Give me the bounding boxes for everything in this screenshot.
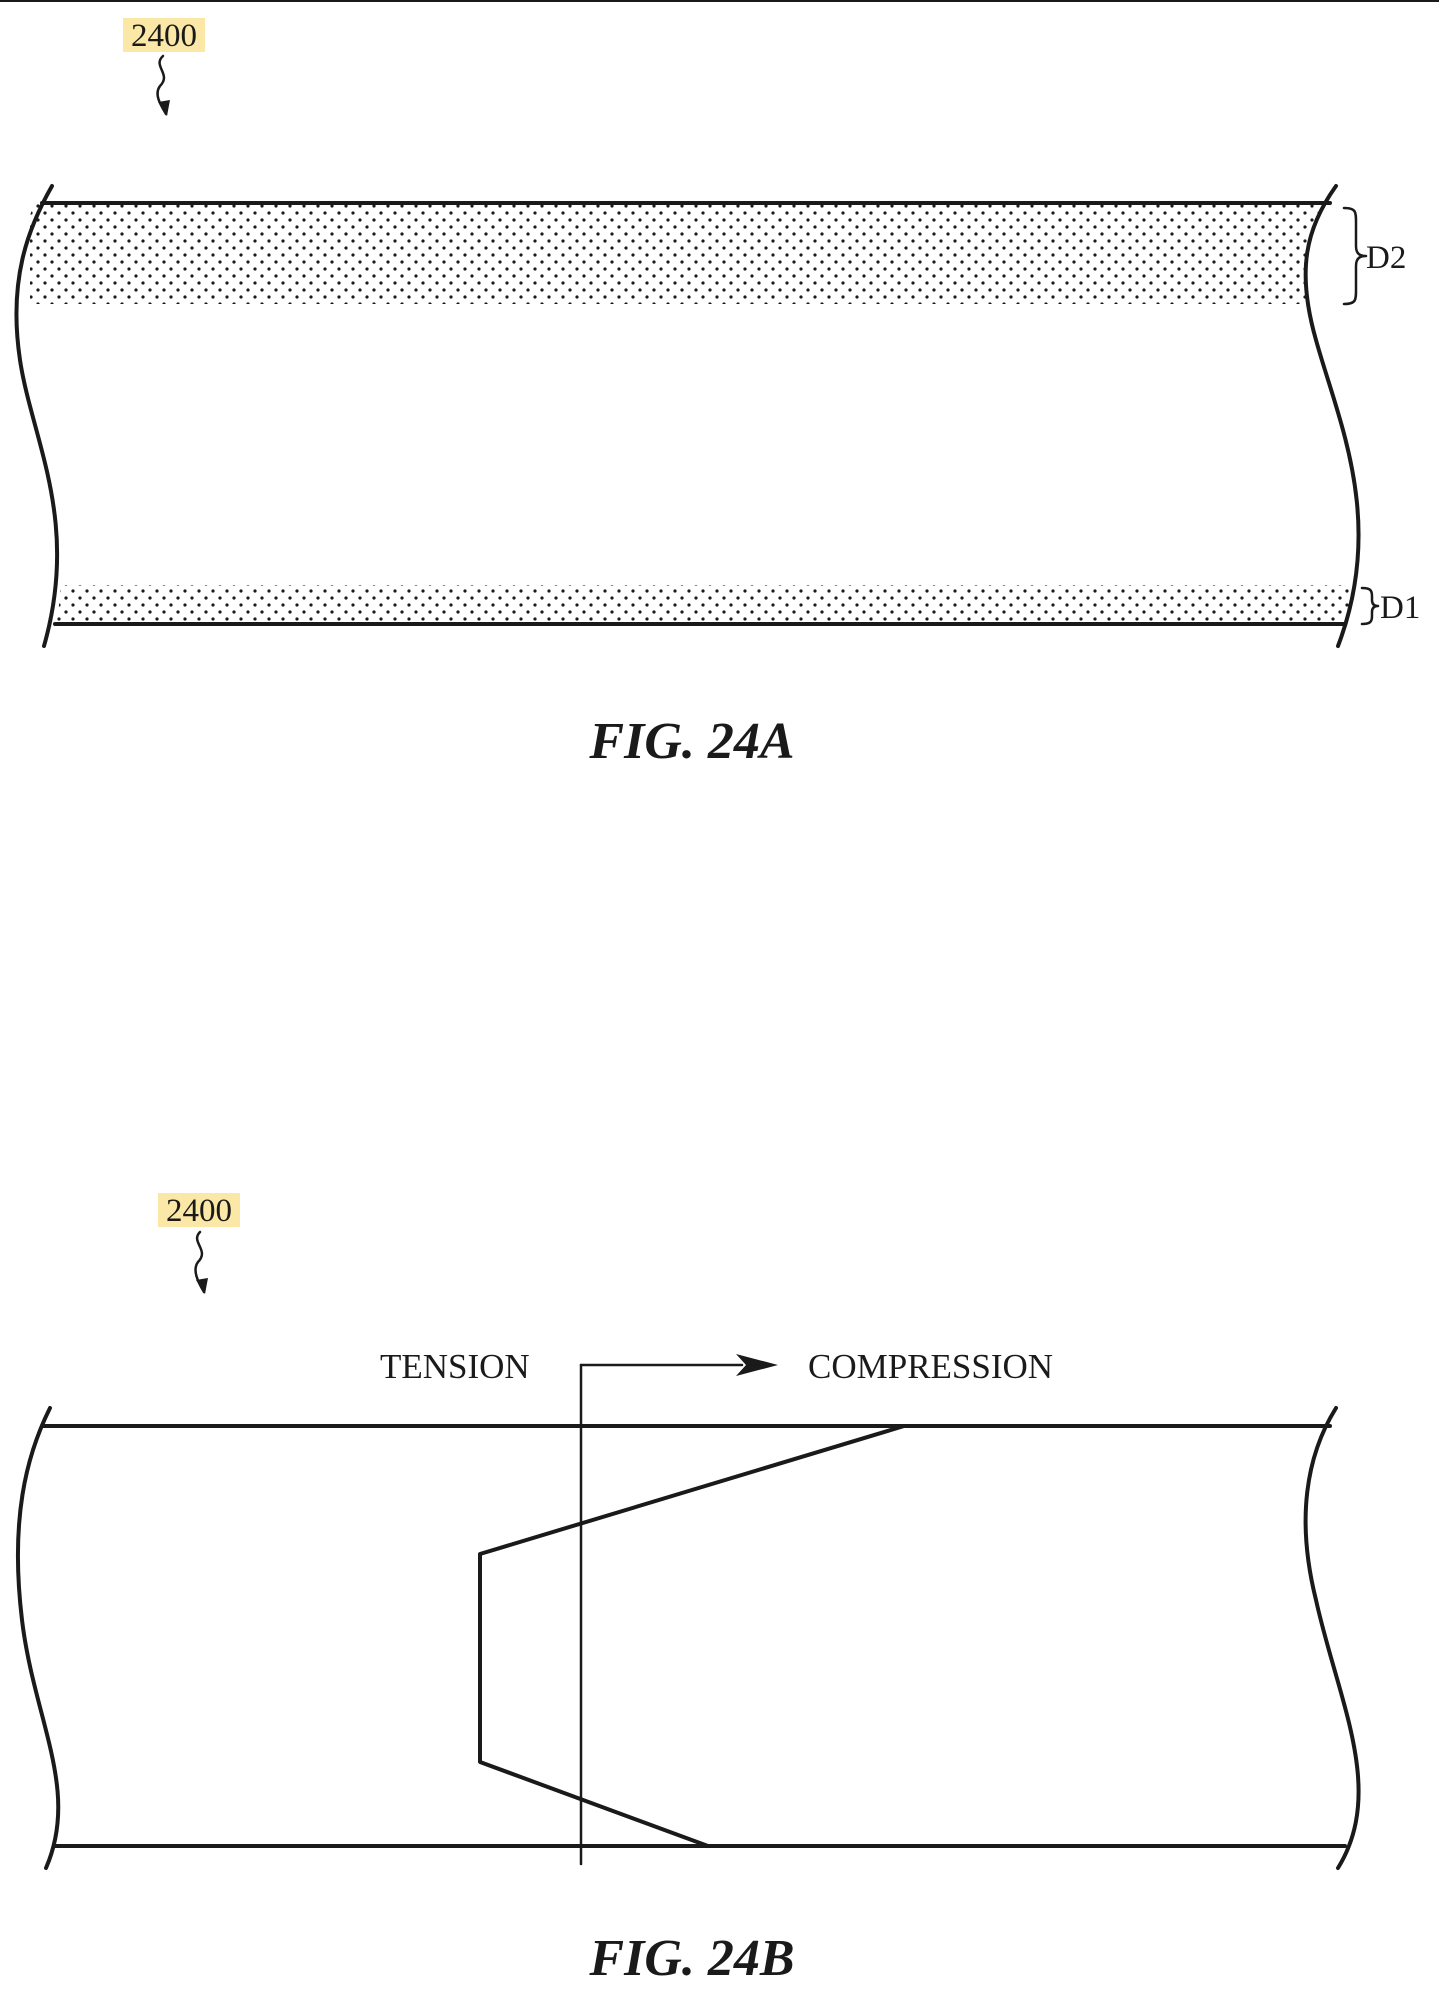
d1-brace (1360, 586, 1380, 626)
leader-arrowhead (196, 1278, 208, 1294)
d2-brace (1342, 206, 1368, 306)
figure-caption: FIG. 24A (588, 713, 794, 770)
reference-numeral-highlight (123, 18, 205, 52)
top-compressive-layer-fill (30, 204, 1330, 304)
figure-caption: FIG. 24B (588, 1930, 794, 1987)
stress-profile-curve (478, 1424, 906, 1848)
left-break-line (15, 1406, 61, 1870)
right-break-mask (1305, 190, 1439, 628)
reference-numeral: 2400 (131, 18, 197, 54)
tension-label: TENSION (380, 1347, 530, 1386)
stress-axis-arrowhead (736, 1354, 778, 1376)
compression-label: COMPRESSION (808, 1347, 1053, 1386)
d2-label: D2 (1366, 240, 1406, 276)
figure-24a: 2400 D2 D1 FIG. 24A (0, 18, 1439, 770)
right-break-line (1303, 184, 1361, 648)
bottom-compressive-layer-fill (52, 585, 1352, 621)
figure-24b: 2400 TENSION COMPRESSION FIG. 24B (0, 1193, 1439, 1987)
right-break-mask (1304, 1408, 1439, 1852)
leader-arrowhead (158, 100, 170, 116)
d1-label: D1 (1380, 590, 1420, 626)
left-break-line (14, 184, 60, 648)
left-break-mask (0, 1408, 59, 1852)
reference-numeral: 2400 (166, 1193, 232, 1229)
right-break-line (1303, 1406, 1361, 1870)
reference-numeral-highlight (158, 1193, 240, 1227)
